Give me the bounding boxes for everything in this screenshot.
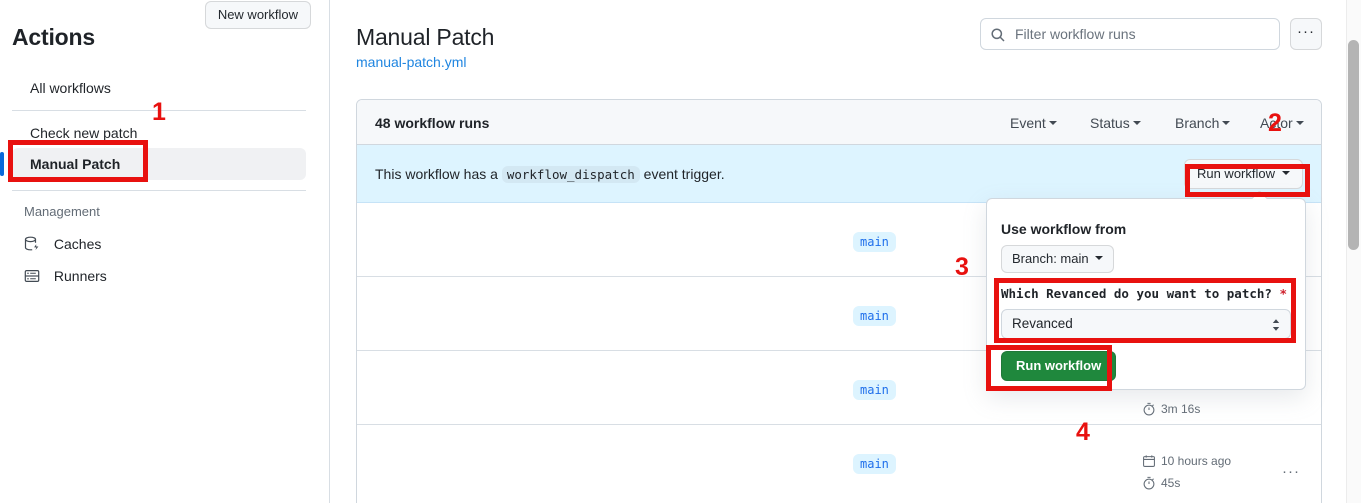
filter-label: Branch xyxy=(1175,115,1220,131)
sidebar-item-runners[interactable]: Runners xyxy=(24,262,306,290)
page-scrollbar-track[interactable] xyxy=(1346,0,1361,503)
sidebar-item-caches[interactable]: Caches xyxy=(24,230,306,258)
chevron-down-icon xyxy=(1132,121,1141,125)
sidebar-item-label: Manual Patch xyxy=(30,156,121,172)
cache-icon xyxy=(24,236,40,252)
required-marker: * xyxy=(1279,286,1287,301)
filter-event[interactable]: Event xyxy=(1010,113,1057,133)
branch-select-label: Branch: main xyxy=(1012,251,1089,266)
sidebar-divider-1 xyxy=(12,110,306,111)
popover-arrow xyxy=(1251,191,1267,199)
row-more-options-icon[interactable]: ··· xyxy=(1282,463,1300,480)
sidebar-item-label: All workflows xyxy=(30,80,111,96)
sidebar-item-label: Caches xyxy=(53,236,102,252)
search-icon xyxy=(990,27,1006,43)
sort-vertical-icon xyxy=(1271,317,1281,333)
workflow-file-link[interactable]: manual-patch.yml xyxy=(356,54,467,70)
dispatch-text-before: This workflow has a xyxy=(375,166,498,182)
filter-label: Status xyxy=(1090,115,1130,131)
chevron-down-icon xyxy=(1282,171,1290,175)
filter-actor[interactable]: Actor xyxy=(1260,113,1304,133)
dispatch-banner-text: This workflow has a workflow_dispatch ev… xyxy=(375,164,725,185)
branch-badge[interactable]: main xyxy=(853,232,896,252)
table-row[interactable]: main 10 hours ago 45s ··· xyxy=(357,425,1321,499)
sidebar-item-check-new-patch[interactable]: Check new patch xyxy=(12,117,306,149)
sidebar-item-manual-patch[interactable]: Manual Patch xyxy=(0,148,306,180)
sidebar-item-label: Check new patch xyxy=(30,125,138,141)
sidebar-item-label: Runners xyxy=(53,268,107,284)
branch-badge[interactable]: main xyxy=(853,454,896,474)
run-duration-text: 3m 16s xyxy=(1161,402,1201,416)
annotation-number-3: 3 xyxy=(955,253,969,281)
branch-select-button[interactable]: Branch: main xyxy=(1001,245,1114,273)
search-input[interactable] xyxy=(1013,19,1275,49)
more-options-button[interactable]: ··· xyxy=(1290,18,1322,50)
revanced-select[interactable]: Revanced xyxy=(1001,309,1291,339)
branch-badge[interactable]: main xyxy=(853,380,896,400)
calendar-icon xyxy=(1142,454,1156,468)
sidebar-header: Actions xyxy=(12,22,312,52)
run-workflow-dropdown-label: Run workflow xyxy=(1196,166,1275,181)
branch-badge[interactable]: main xyxy=(853,306,896,326)
filter-workflow-runs-box[interactable] xyxy=(980,18,1280,50)
run-date-text: 10 hours ago xyxy=(1161,454,1232,468)
server-icon xyxy=(24,268,40,284)
run-date: 10 hours ago xyxy=(1142,452,1231,470)
stopwatch-icon xyxy=(1142,402,1156,416)
filter-label: Event xyxy=(1010,115,1046,131)
chevron-down-icon xyxy=(1048,121,1057,125)
sidebar-title: Actions xyxy=(12,24,95,50)
run-duration: 3m 16s xyxy=(1142,400,1200,418)
main-content: Manual Patch manual-patch.yml ··· 48 wor… xyxy=(330,0,1346,503)
actions-sidebar: Actions New workflow All workflows Check… xyxy=(0,0,330,503)
workflow-runs-header: 48 workflow runs Event Status Branch Act… xyxy=(357,100,1321,145)
workflow-input-label: Which Revanced do you want to patch? * xyxy=(1001,285,1287,303)
table-row[interactable]: main xyxy=(357,277,1321,351)
run-duration: 45s xyxy=(1142,474,1180,492)
revanced-select-value: Revanced xyxy=(1012,316,1073,331)
annotation-number-2: 2 xyxy=(1268,109,1282,137)
stopwatch-icon xyxy=(1142,476,1156,490)
sidebar-divider-2 xyxy=(12,190,306,191)
new-workflow-button[interactable]: New workflow xyxy=(204,1,311,29)
filter-label: Actor xyxy=(1260,115,1293,131)
chevron-down-icon xyxy=(1222,121,1231,125)
annotation-number-4: 4 xyxy=(1076,418,1090,446)
table-row[interactable]: main xyxy=(357,203,1321,277)
use-workflow-from-label: Use workflow from xyxy=(1001,221,1127,237)
page-scrollbar-thumb[interactable] xyxy=(1348,40,1359,250)
annotation-number-1: 1 xyxy=(152,98,166,126)
filter-status[interactable]: Status xyxy=(1090,113,1141,133)
run-duration-text: 45s xyxy=(1161,476,1181,490)
chevron-down-icon xyxy=(1094,256,1103,260)
workflow-input-label-text: Which Revanced do you want to patch? xyxy=(1001,286,1272,301)
run-workflow-popover: Use workflow from Branch: main Which Rev… xyxy=(986,198,1306,390)
workflow-dispatch-banner: This workflow has a workflow_dispatch ev… xyxy=(357,145,1321,203)
run-workflow-dropdown-button[interactable]: Run workflow xyxy=(1183,159,1303,189)
dispatch-event-code: workflow_dispatch xyxy=(501,166,640,183)
workflow-runs-count: 48 workflow runs xyxy=(375,115,490,131)
sidebar-item-all-workflows[interactable]: All workflows xyxy=(12,72,306,104)
filter-branch[interactable]: Branch xyxy=(1175,113,1231,133)
chevron-down-icon xyxy=(1295,121,1304,125)
page-title: Manual Patch xyxy=(356,24,495,50)
table-row[interactable]: main 3m 16s xyxy=(357,351,1321,425)
sidebar-group-management: Management xyxy=(24,204,100,219)
submit-run-workflow-button[interactable]: Run workflow xyxy=(1001,351,1117,381)
dispatch-text-after: event trigger. xyxy=(643,166,725,182)
kebab-horizontal-icon: ··· xyxy=(1297,23,1315,40)
